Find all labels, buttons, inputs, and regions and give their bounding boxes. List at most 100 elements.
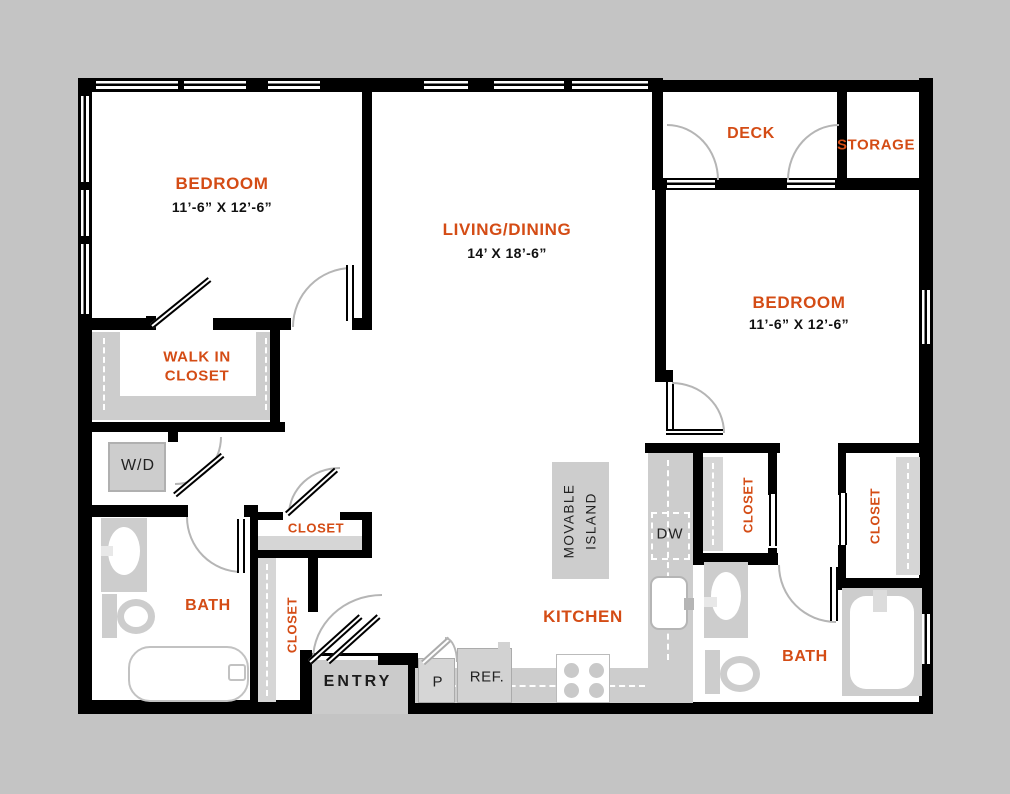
refrigerator-handle (498, 642, 510, 649)
movable-island (552, 462, 609, 579)
stove-burner (564, 663, 579, 678)
window (268, 81, 320, 89)
dishwasher (651, 512, 690, 560)
bath2-toilet-tank (705, 650, 720, 694)
refrigerator-label: REF. (469, 668, 505, 686)
window (572, 81, 648, 89)
bath1-toilet-tank (102, 594, 117, 638)
living-dining-dims: 14’ X 18’-6” (467, 245, 547, 261)
wall (655, 178, 666, 374)
wall (378, 653, 418, 665)
stove-burner (564, 683, 579, 698)
window (922, 290, 930, 344)
deck-door-glazing (667, 180, 715, 188)
window (81, 96, 89, 182)
bath1-door-leaf (237, 519, 245, 573)
closet-b-door-leaf (839, 493, 847, 545)
window (922, 614, 930, 664)
bath1-label: BATH (185, 597, 231, 614)
wall (838, 578, 930, 590)
shelf-dashed-line (266, 564, 268, 696)
walkin-closet-label-line1: WALK IN (163, 348, 231, 366)
wall (700, 702, 933, 714)
bath2-label: BATH (782, 648, 828, 665)
wall (168, 430, 178, 442)
wall (652, 80, 663, 190)
shelf-dashed-line (907, 463, 909, 569)
stove-burner (589, 663, 604, 678)
island-label: MOVABLE ISLAND (558, 484, 601, 559)
wall (362, 92, 372, 330)
wall (78, 78, 92, 714)
bedroom2-label: BEDROOM (752, 293, 846, 312)
wall (919, 78, 933, 714)
wall (838, 443, 846, 495)
closet-shelf (258, 536, 362, 550)
wall (92, 505, 188, 517)
entry-label: ENTRY (323, 673, 393, 690)
counter-dashed-line (430, 685, 645, 687)
shelf-dashed-line (712, 463, 714, 545)
walkin-closet-label-line2: CLOSET (164, 367, 230, 385)
bath2-toilet-bowl (720, 656, 760, 692)
wall (837, 80, 847, 182)
bath1-faucet (101, 546, 113, 556)
wall (308, 558, 318, 612)
window (184, 81, 246, 89)
wall (838, 443, 930, 453)
bedroom1-door-leaf (346, 265, 354, 321)
wall (88, 318, 152, 330)
pantry-label: P (432, 673, 444, 691)
kitchen-faucet (684, 598, 694, 610)
closet-hall-label: CLOSET (284, 596, 300, 654)
wall (340, 512, 372, 520)
bath2-faucet (704, 597, 717, 607)
wall (250, 550, 372, 558)
bedroom1-label: BEDROOM (175, 174, 269, 193)
kitchen-sink (650, 576, 688, 630)
window (96, 81, 178, 89)
walkin-closet-floor (120, 332, 256, 396)
wall (645, 443, 780, 453)
bedroom2-door-threshold (666, 429, 723, 435)
wall (88, 422, 285, 432)
bath2-door-leaf (830, 567, 838, 621)
wall (838, 545, 846, 590)
wall (408, 702, 710, 714)
bath1-toilet-bowl (117, 599, 155, 634)
wall (352, 318, 372, 330)
closet-b-label: CLOSET (867, 487, 883, 545)
stove-burner (589, 683, 604, 698)
wall (362, 512, 372, 555)
bath2-sink (711, 572, 741, 620)
island-label-line1: MOVABLE (561, 483, 577, 559)
deck-label: DECK (727, 125, 775, 142)
shower-fixture (873, 590, 887, 612)
wall (655, 370, 673, 382)
living-dining-label: LIVING/DINING (442, 220, 572, 239)
island-label-line2: ISLAND (583, 492, 598, 550)
washer-dryer-unit (108, 442, 166, 492)
wall (78, 700, 312, 714)
wall (652, 80, 933, 92)
closet-small-label: CLOSET (287, 520, 345, 536)
wall (258, 512, 283, 520)
bathtub-faucet (228, 664, 246, 681)
window (494, 81, 564, 89)
shelf-dashed-line (265, 338, 267, 410)
storage-label: STORAGE (836, 136, 916, 154)
entry-landing (312, 660, 410, 714)
dishwasher-label: DW (656, 525, 684, 543)
kitchen-label: KITCHEN (543, 607, 623, 626)
pantry-cabinet (418, 658, 455, 703)
bedroom2-dims: 11’-6” X 12’-6” (748, 316, 850, 332)
window (81, 244, 89, 314)
closet-a-door-leaf (769, 494, 777, 546)
bath1-sink (108, 527, 140, 575)
window (424, 81, 468, 89)
closet-a-label: CLOSET (740, 476, 756, 534)
wall (300, 650, 312, 714)
wall (768, 443, 777, 495)
shelf-dashed-line (103, 338, 105, 410)
